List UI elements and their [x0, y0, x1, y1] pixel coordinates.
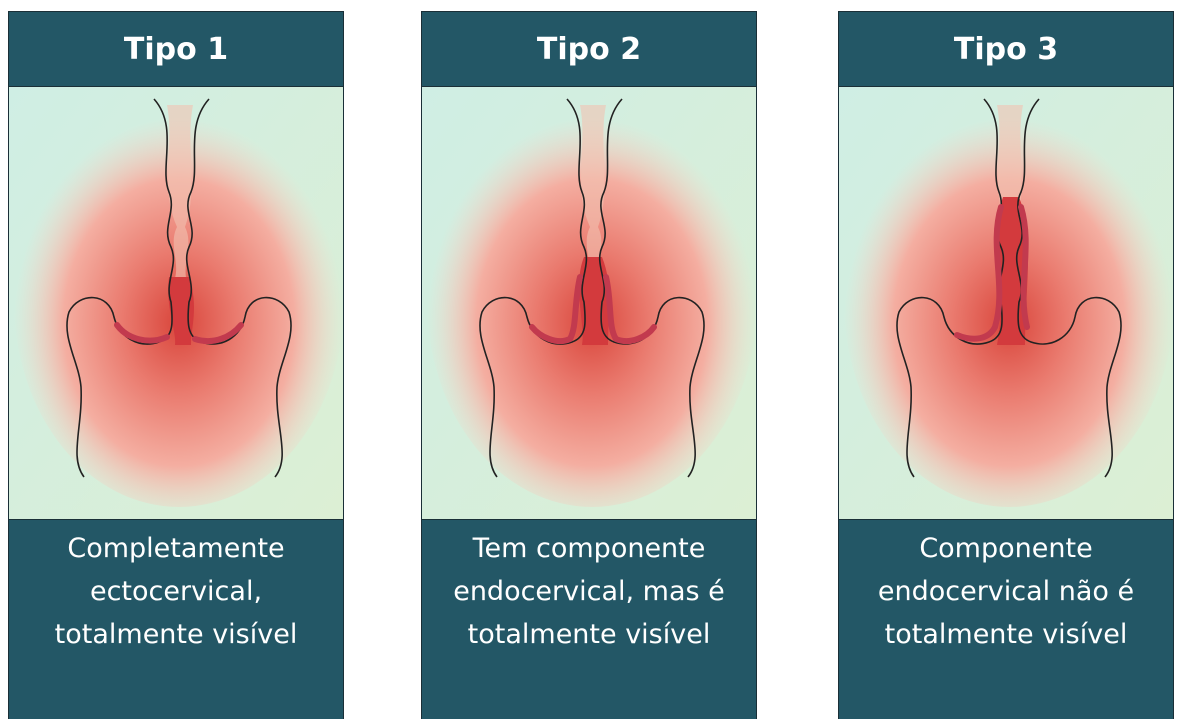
panel-title: Tipo 3 [838, 11, 1174, 87]
description-line: endocervical não é [839, 570, 1173, 613]
panel-description: Componente endocervical não é totalmente… [838, 519, 1174, 719]
description-line: totalmente visível [422, 613, 756, 656]
description-line: Componente [839, 527, 1173, 570]
description-line: ectocervical, [9, 570, 343, 613]
panel-title: Tipo 2 [421, 11, 757, 87]
description-line: totalmente visível [839, 613, 1173, 656]
description-line: totalmente visível [9, 613, 343, 656]
panel-title: Tipo 1 [8, 11, 344, 87]
panel-type-1: Tipo 1 [8, 11, 344, 719]
panel-description: Completamente ectocervical, totalmente v… [8, 519, 344, 719]
panel-description: Tem componente endocervical, mas é total… [421, 519, 757, 719]
panel-type-3: Tipo 3 [838, 11, 1174, 719]
panel-type-2: Tipo 2 [421, 11, 757, 719]
cervix-illustration-type-1 [8, 87, 344, 519]
cervix-illustration-type-3 [838, 87, 1174, 519]
description-line: Completamente [9, 527, 343, 570]
cervix-illustration-type-2 [421, 87, 757, 519]
description-line: endocervical, mas é [422, 570, 756, 613]
description-line: Tem componente [422, 527, 756, 570]
